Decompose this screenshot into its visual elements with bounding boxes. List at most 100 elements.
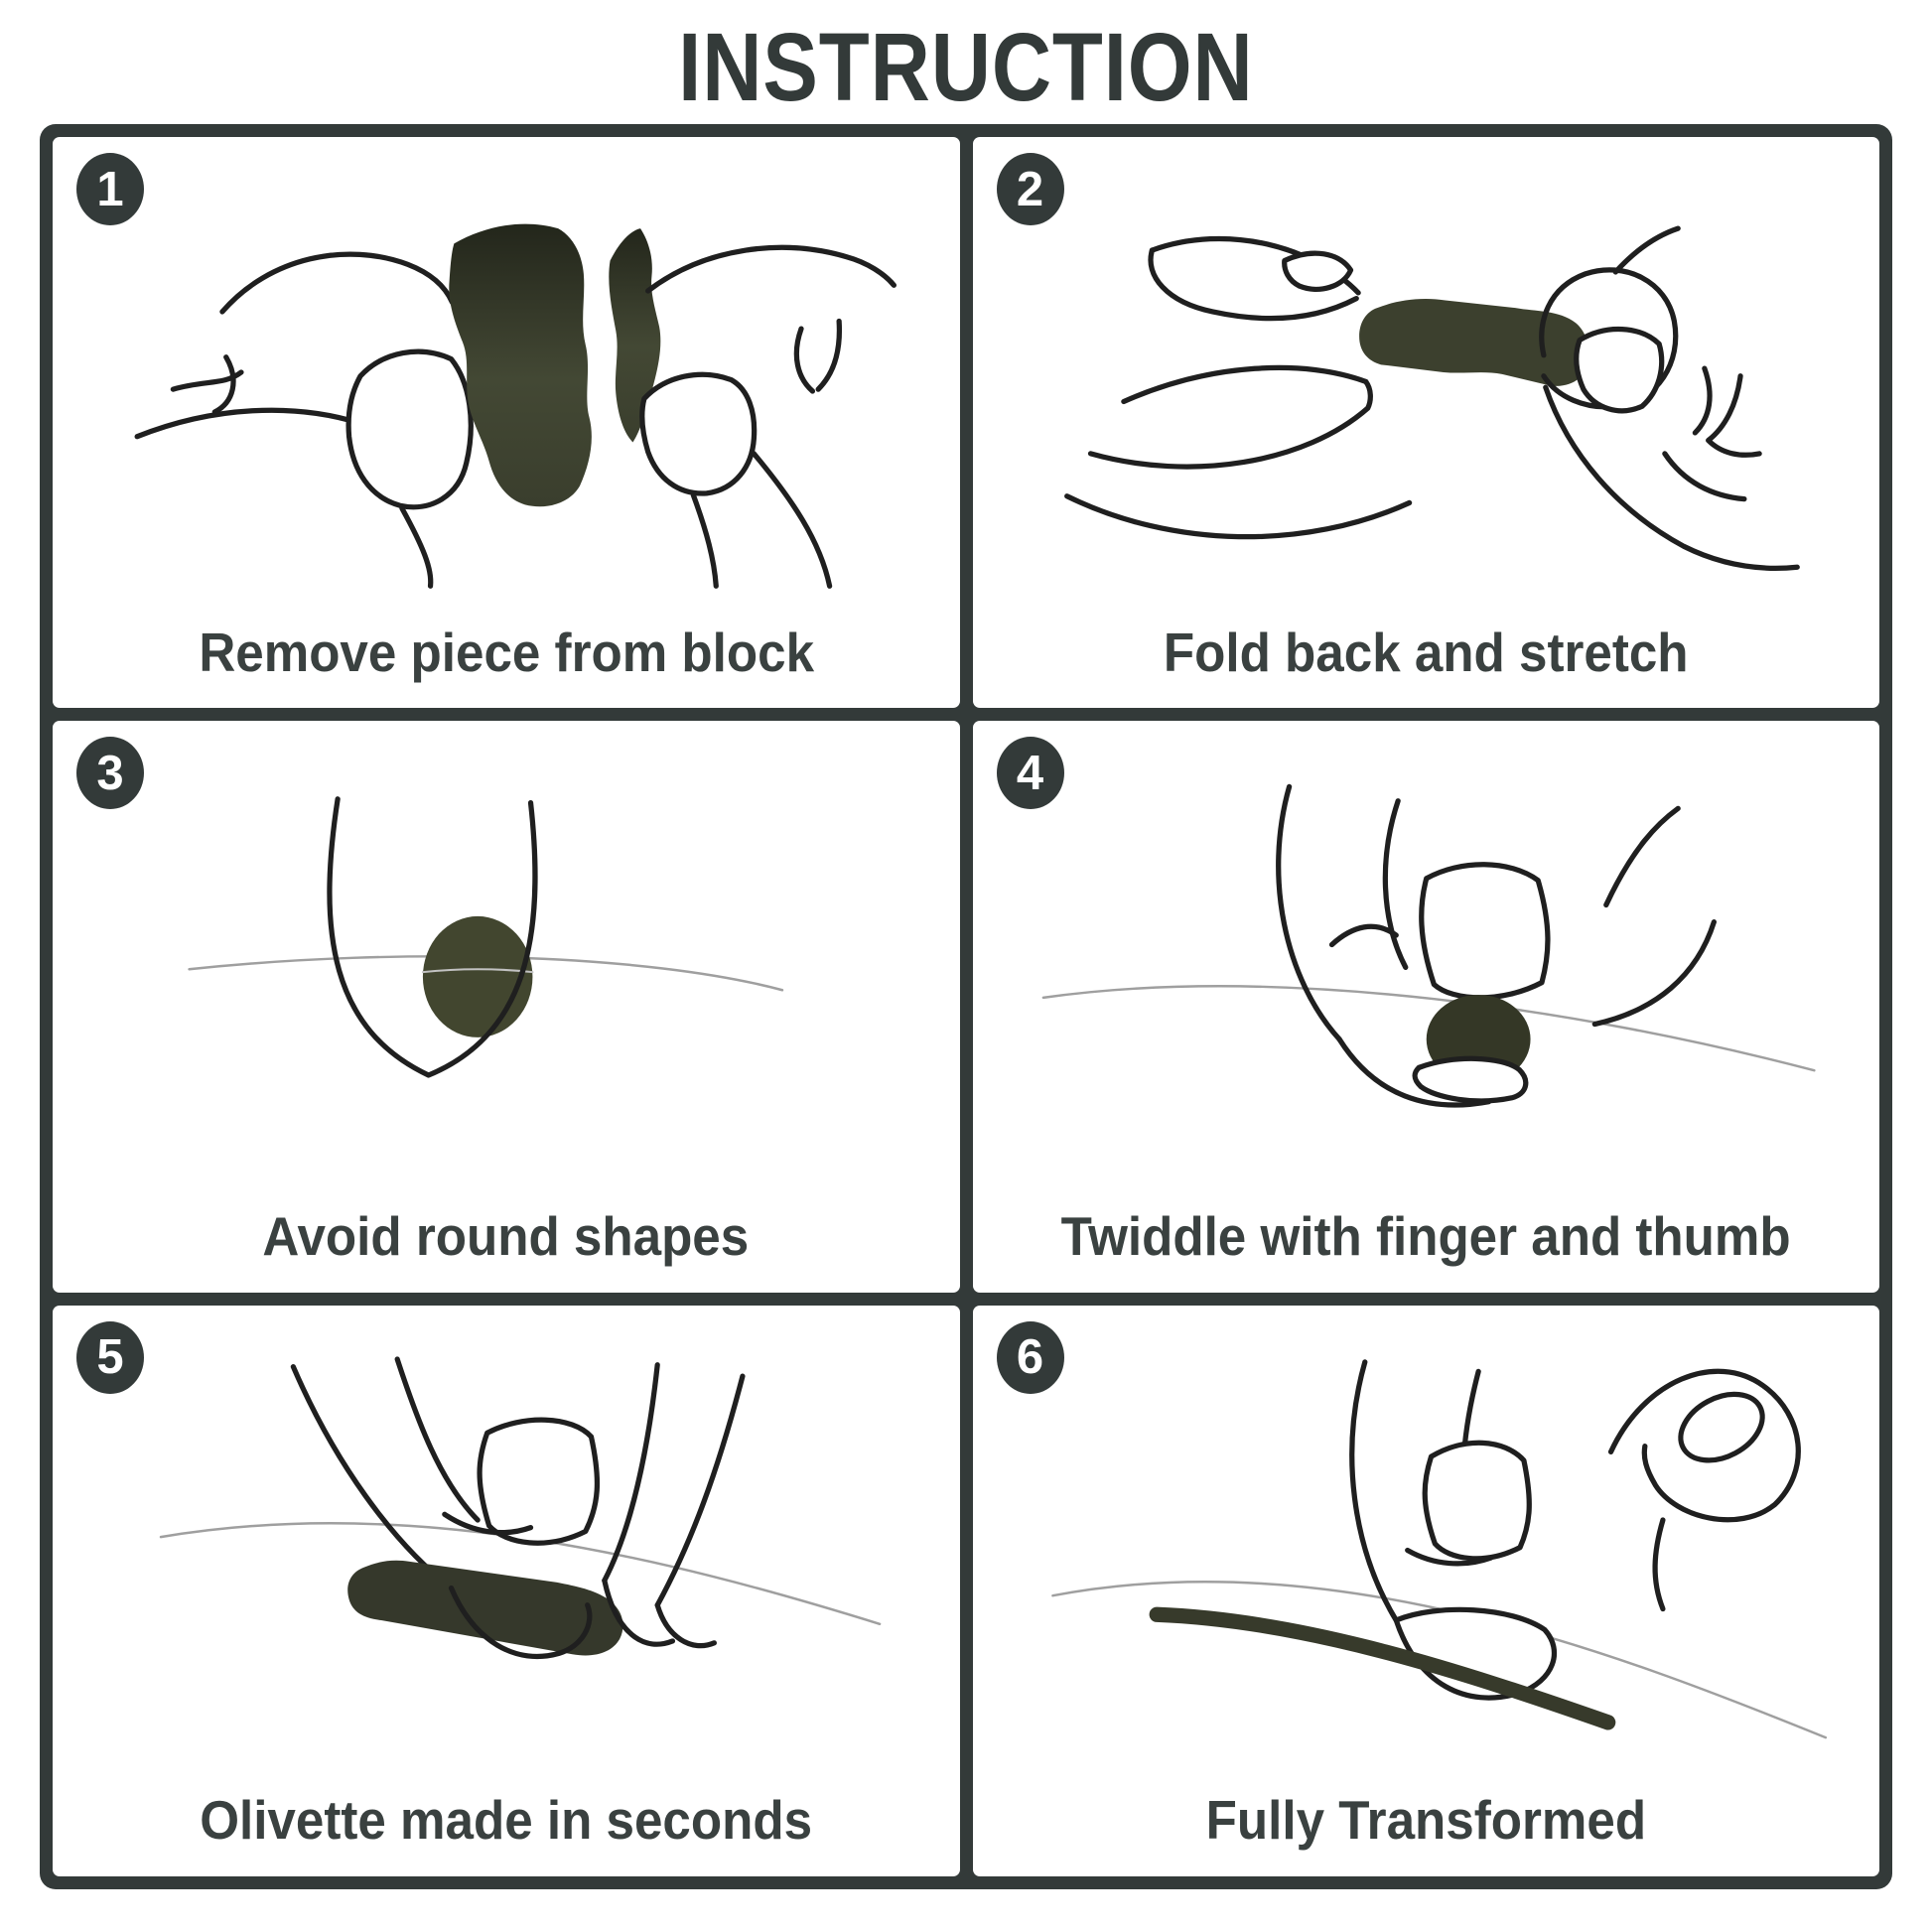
right-hand-lower-edge <box>751 451 833 589</box>
right-fingertip-curve-2 <box>654 1601 717 1648</box>
step-4-number-badge: 4 <box>996 737 1064 810</box>
step-3-number-badge: 3 <box>76 737 144 810</box>
left-fingertip-curve <box>448 1585 593 1659</box>
right-hand-crease-2 <box>815 318 843 392</box>
right-hand-crease <box>1692 365 1713 436</box>
step-2-number: 2 <box>1016 162 1044 216</box>
step-3-number: 3 <box>96 746 124 800</box>
right-hand-crease <box>793 326 816 394</box>
index-finger-left-edge <box>1348 1358 1399 1623</box>
thumb-outline <box>1607 1368 1801 1523</box>
left-finger-outer-edge <box>290 1363 455 1590</box>
hands-stretching-putty-icon <box>1063 225 1800 571</box>
left-fingernail <box>1281 250 1353 292</box>
thumb-lower-curve <box>1651 1517 1666 1611</box>
right-finger-outer-edge <box>654 1373 746 1608</box>
left-hand-crease-2 <box>211 354 236 415</box>
step-6-illustration-area <box>1001 1327 1853 1765</box>
right-hand-lower-curve <box>1661 451 1747 502</box>
step-5-caption: Olivette made in seconds <box>53 1790 960 1851</box>
olivette-putty-shape <box>347 1560 623 1656</box>
right-fingertip-curve <box>602 1578 676 1647</box>
step-1-number-badge: 1 <box>76 153 144 225</box>
step-2-illustration-area <box>1001 159 1853 597</box>
step-5-number: 5 <box>96 1330 124 1385</box>
right-thumbnail <box>639 371 758 496</box>
thumbnail <box>1677 1391 1765 1463</box>
left-hand-lower-edge <box>399 505 434 589</box>
step-5-caption-text: Olivette made in seconds <box>200 1789 813 1852</box>
step-5-illustration-area <box>80 1327 932 1765</box>
step-2-panel: 2 <box>972 137 1880 709</box>
step-4-caption-text: Twiddle with finger and thumb <box>1060 1205 1791 1268</box>
right-finger-lower-edge <box>690 492 719 589</box>
rolled-putty-strip <box>1149 1606 1615 1730</box>
right-hand-crease-2 <box>1705 373 1762 458</box>
fingertip-outline <box>327 796 538 1078</box>
finger-pressing-strip-on-spectacle-arm-icon <box>1050 1358 1827 1739</box>
fingertip-oval <box>1393 1606 1557 1701</box>
finger-and-thumb-twiddling-ball-icon <box>1041 784 1816 1108</box>
step-6-number: 6 <box>1016 1330 1044 1385</box>
left-thumb-outline <box>134 407 363 440</box>
step-4-number: 4 <box>1016 746 1044 800</box>
finger-crease <box>1328 924 1399 948</box>
step-1-number: 1 <box>96 162 124 216</box>
step-6-caption-text: Fully Transformed <box>1205 1789 1646 1852</box>
step-1-panel: 1 <box>53 137 960 709</box>
round-putty-ball <box>422 916 533 1038</box>
left-thumbnail <box>345 348 474 510</box>
step-2-caption-text: Fold back and stretch <box>1163 621 1689 683</box>
fingertip-with-round-ball-icon <box>188 796 784 1078</box>
left-thumb-lower <box>1087 378 1373 470</box>
step-3-panel: 3 Avoid round shapes <box>53 721 960 1293</box>
step-6-caption: Fully Transformed <box>973 1790 1880 1851</box>
step-1-caption-text: Remove piece from block <box>198 621 814 683</box>
step-5-number-badge: 5 <box>76 1320 144 1394</box>
step-3-caption-text: Avoid round shapes <box>262 1205 750 1268</box>
spectacle-arm-line <box>1041 985 1816 1072</box>
left-finger-outline <box>219 251 456 315</box>
index-fingernail <box>1422 1440 1532 1562</box>
index-fingernail <box>1418 862 1551 1001</box>
step-3-caption: Avoid round shapes <box>53 1206 960 1267</box>
stretched-putty <box>1358 299 1588 386</box>
step-6-number-badge: 6 <box>996 1320 1064 1394</box>
left-wrist-curve <box>1063 493 1412 540</box>
hands-tearing-piece-from-block-icon <box>134 223 897 589</box>
step-4-illustration-area <box>1001 743 1853 1180</box>
right-hand-top-edge <box>1612 225 1681 275</box>
fingernail <box>477 1417 601 1546</box>
step-5-panel: 5 Olivette made in second <box>53 1305 960 1876</box>
index-finger-left-edge <box>1275 784 1342 1042</box>
page-title: INSTRUCTION <box>0 0 1932 124</box>
instruction-grid: 1 <box>40 124 1892 1889</box>
step-1-illustration-area <box>80 159 932 597</box>
putty-shard <box>609 228 661 443</box>
finger-underside-curve <box>1335 1036 1491 1108</box>
thumb-upper-edge <box>1602 806 1681 908</box>
step-1-caption: Remove piece from block <box>53 622 960 683</box>
page-title-text: INSTRUCTION <box>678 13 1254 121</box>
right-hand-sweep <box>1542 384 1800 571</box>
finger-crease <box>442 1511 534 1535</box>
fingertip-oval <box>1411 1055 1528 1104</box>
step-3-illustration-area <box>80 743 932 1180</box>
right-fingernail <box>1573 326 1664 414</box>
right-finger-inner-edge <box>602 1361 660 1584</box>
left-upper-finger-inner <box>1147 247 1359 322</box>
left-finger-inner-edge <box>394 1356 481 1523</box>
right-finger-outline <box>645 244 897 294</box>
index-finger-right-edge <box>1382 798 1408 971</box>
step-4-panel: 4 Twiddle with finger and thumb <box>972 721 1880 1293</box>
thumb-lower-edge <box>1591 919 1717 1028</box>
step-2-caption: Fold back and stretch <box>973 622 1880 683</box>
left-thumb-upper <box>1120 364 1368 405</box>
step-4-caption: Twiddle with finger and thumb <box>973 1206 1880 1267</box>
step-2-number-badge: 2 <box>996 153 1064 225</box>
step-6-panel: 6 Fully Transformed <box>972 1305 1880 1876</box>
putty-piece-large <box>449 223 592 507</box>
finger-crease <box>1404 1547 1493 1567</box>
left-hand-crease <box>170 369 244 392</box>
